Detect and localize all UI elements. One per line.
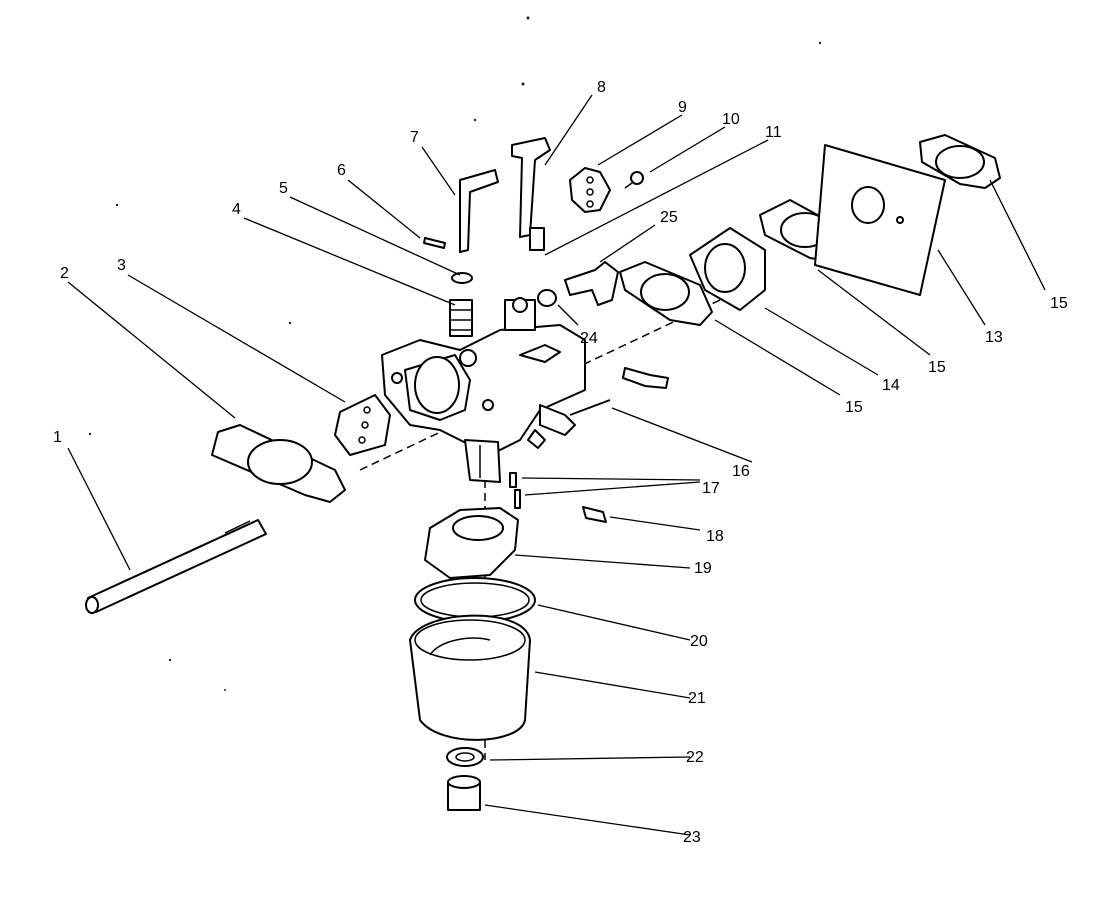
callout-9: 9 [678, 99, 687, 116]
callout-15-c: 15 [1050, 295, 1068, 312]
part-22-washer [446, 747, 484, 767]
callout-22: 22 [686, 749, 704, 766]
part-13-plate [814, 144, 946, 296]
part-4-idle-spring [449, 299, 473, 337]
part-16-pin [569, 399, 611, 416]
part-25-fuel-elbow [564, 261, 619, 306]
part-15-gasket-a [619, 261, 713, 326]
part-17-needle [509, 472, 521, 509]
callout-15-b: 15 [928, 359, 946, 376]
part-19-float [424, 507, 519, 579]
part-9-choke-plate [569, 167, 611, 213]
callout-5: 5 [279, 180, 288, 197]
callout-8: 8 [597, 79, 606, 96]
callout-11: 11 [765, 124, 782, 141]
callout-24: 24 [580, 330, 598, 347]
carburetor-body [381, 297, 586, 483]
part-10-screw [624, 171, 644, 189]
callout-10: 10 [722, 111, 740, 128]
part-14-spacer [689, 227, 766, 311]
part-2-gasket [211, 424, 346, 503]
callout-labels: 1 2 3 4 5 6 7 8 9 10 11 13 14 15 15 15 1… [53, 79, 1068, 846]
leader-lines [67, 94, 1046, 836]
part-6-screw [423, 237, 446, 249]
callout-16: 16 [732, 463, 750, 480]
part-11-fitting [529, 227, 545, 251]
part-21-bowl [409, 614, 531, 741]
part-3-throttle-plate [334, 394, 391, 456]
callout-2: 2 [60, 265, 69, 282]
side-screw [622, 367, 669, 389]
callout-7: 7 [410, 129, 419, 146]
callout-13: 13 [985, 329, 1003, 346]
callout-3: 3 [117, 257, 126, 274]
part-7-choke-lever [459, 169, 499, 253]
callout-18: 18 [706, 528, 724, 545]
callout-15-a: 15 [845, 399, 863, 416]
callout-14: 14 [882, 377, 900, 394]
callout-20: 20 [690, 633, 708, 650]
part-23-nut [447, 775, 481, 811]
callout-23: 23 [683, 829, 701, 846]
part-8-throttle-lever [511, 137, 551, 238]
callout-1: 1 [53, 429, 62, 446]
part-15-gasket-c [919, 134, 1001, 189]
callout-6: 6 [337, 162, 346, 179]
callout-25: 25 [660, 209, 678, 226]
callout-19: 19 [694, 560, 712, 577]
part-24-nut [537, 289, 557, 307]
scan-specks [88, 16, 822, 691]
callout-21: 21 [688, 690, 706, 707]
part-5-washer [451, 272, 473, 284]
part-1-shaft [85, 519, 267, 614]
callout-4: 4 [232, 201, 241, 218]
callout-17: 17 [702, 480, 720, 497]
part-18-screw [582, 506, 607, 523]
